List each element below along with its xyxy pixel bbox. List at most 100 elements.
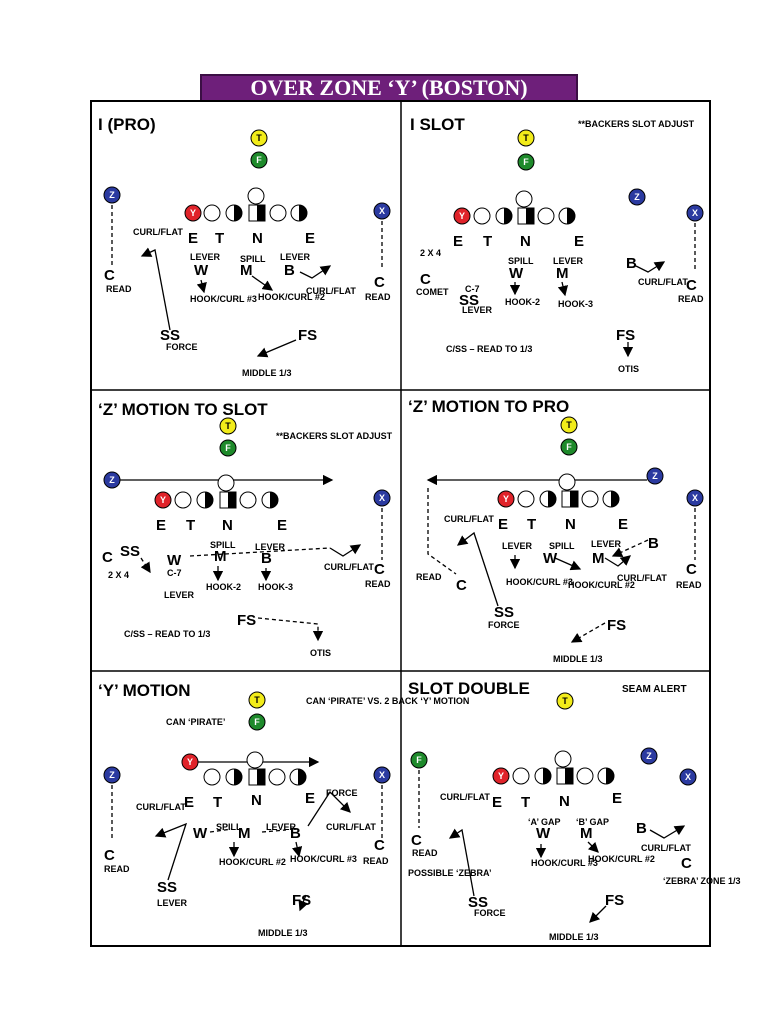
svg-text:T: T: [521, 794, 530, 811]
svg-text:N: N: [252, 230, 263, 247]
svg-text:POSSIBLE ‘ZEBRA’: POSSIBLE ‘ZEBRA’: [408, 868, 492, 878]
svg-text:READ: READ: [365, 579, 391, 589]
svg-text:T: T: [186, 517, 195, 534]
panel-note: **BACKERS SLOT ADJUST: [578, 119, 695, 129]
panel-title: ‘Z’ MOTION TO SLOT: [98, 400, 268, 419]
svg-text:HOOK/CURL #2: HOOK/CURL #2: [588, 854, 655, 864]
svg-text:HOOK-2: HOOK-2: [206, 582, 241, 592]
svg-text:HOOK/CURL #3: HOOK/CURL #3: [290, 854, 357, 864]
svg-text:OTIS: OTIS: [310, 648, 331, 658]
svg-text:SS: SS: [459, 292, 479, 309]
svg-text:B: B: [626, 255, 637, 272]
svg-text:MIDDLE 1/3: MIDDLE 1/3: [242, 368, 292, 378]
fullback: F: [248, 713, 266, 731]
tight-end-y: Y: [154, 491, 172, 509]
svg-text:Y: Y: [498, 771, 504, 781]
receiver-x: X: [373, 202, 391, 220]
receiver-x: X: [679, 768, 697, 786]
tailback: T: [556, 692, 574, 710]
routes: [140, 247, 332, 358]
svg-text:B: B: [648, 535, 659, 552]
svg-text:FS: FS: [298, 327, 317, 344]
offensive-line: [203, 187, 308, 222]
svg-text:T: T: [562, 696, 568, 706]
svg-text:M: M: [556, 265, 569, 282]
svg-text:N: N: [565, 516, 576, 533]
svg-text:N: N: [251, 792, 262, 809]
svg-text:T: T: [527, 516, 536, 533]
svg-text:C: C: [681, 855, 692, 872]
svg-text:READ: READ: [676, 580, 702, 590]
svg-text:N: N: [559, 793, 570, 810]
svg-text:FS: FS: [237, 612, 256, 629]
svg-text:M: M: [214, 548, 227, 565]
svg-text:F: F: [416, 755, 422, 765]
offensive-line: [203, 751, 307, 786]
svg-text:SS: SS: [494, 604, 514, 621]
panel-i-pro: I (PRO) T F Z Y X E T N E C W M B C SS: [98, 115, 391, 378]
svg-text:HOOK/CURL #3: HOOK/CURL #3: [506, 577, 573, 587]
svg-text:HOOK-2: HOOK-2: [505, 297, 540, 307]
panel-z-motion-to-pro: ‘Z’ MOTION TO PRO T F Z Y X E T N E C W …: [408, 397, 704, 664]
panel-y-motion: ‘Y’ MOTION CAN ‘PIRATE’ VS. 2 BACK ‘Y’ M…: [98, 681, 469, 938]
svg-text:LEVER: LEVER: [164, 590, 195, 600]
svg-text:CURL/FLAT: CURL/FLAT: [326, 822, 376, 832]
svg-text:HOOK-3: HOOK-3: [558, 299, 593, 309]
routes: [448, 825, 686, 923]
svg-text:COMET: COMET: [416, 287, 449, 297]
svg-text:LEVER: LEVER: [591, 539, 622, 549]
svg-text:LEVER: LEVER: [255, 542, 286, 552]
svg-text:CURL/FLAT: CURL/FLAT: [324, 562, 374, 572]
tailback: T: [248, 691, 266, 709]
page-title: OVER ZONE ‘Y’ (BOSTON): [200, 74, 578, 102]
routes: [427, 488, 649, 643]
svg-text:T: T: [213, 794, 222, 811]
svg-text:LEVER: LEVER: [502, 541, 533, 551]
svg-text:CURL/FLAT: CURL/FLAT: [440, 792, 490, 802]
svg-text:C: C: [104, 267, 115, 284]
svg-text:B: B: [290, 825, 301, 842]
fullback: F: [410, 751, 428, 769]
svg-text:W: W: [193, 825, 208, 842]
receiver-z: Z: [103, 471, 121, 489]
svg-text:X: X: [692, 493, 698, 503]
svg-text:FS: FS: [616, 327, 635, 344]
panel-note: SEAM ALERT: [622, 684, 687, 695]
svg-text:HOOK-3: HOOK-3: [258, 582, 293, 592]
svg-text:F: F: [566, 442, 572, 452]
svg-text:CURL/FLAT: CURL/FLAT: [641, 843, 691, 853]
receiver-z: Z: [646, 467, 664, 485]
svg-text:M: M: [238, 825, 251, 842]
receiver-z: Z: [628, 188, 646, 206]
svg-text:SPILL: SPILL: [216, 822, 242, 832]
svg-text:C: C: [686, 561, 697, 578]
svg-text:LEVER: LEVER: [157, 898, 188, 908]
svg-text:HOOK/CURL #2: HOOK/CURL #2: [568, 580, 635, 590]
panel-title: I (PRO): [98, 115, 156, 134]
svg-text:2 X 4: 2 X 4: [108, 570, 129, 580]
svg-text:READ: READ: [104, 864, 130, 874]
svg-text:F: F: [225, 443, 231, 453]
receiver-x: X: [686, 489, 704, 507]
svg-text:C: C: [374, 837, 385, 854]
defense: E T N E C W M B C SS FS: [411, 790, 692, 911]
svg-text:C/SS – READ TO 1/3: C/SS – READ TO 1/3: [124, 629, 210, 639]
receiver-z: Z: [103, 186, 121, 204]
svg-text:CURL/FLAT: CURL/FLAT: [136, 802, 186, 812]
tight-end-y: Y: [497, 490, 515, 508]
tailback: T: [560, 416, 578, 434]
assignment-labels: CURL/FLAT READ LEVER SPILL LEVER HOOK/CU…: [416, 514, 702, 664]
svg-text:E: E: [188, 230, 198, 247]
svg-text:CURL/FLAT: CURL/FLAT: [638, 277, 688, 287]
svg-text:X: X: [685, 772, 691, 782]
svg-text:C: C: [456, 577, 467, 594]
assignment-labels: CURL/FLAT READ LEVER SPILL LEVER HOOK/CU…: [106, 227, 391, 378]
svg-text:Y: Y: [503, 494, 509, 504]
svg-text:T: T: [254, 695, 260, 705]
tight-end-y: Y: [181, 753, 199, 771]
routes: [509, 261, 666, 358]
svg-text:B: B: [261, 550, 272, 567]
svg-text:READ: READ: [416, 572, 442, 582]
svg-text:C-7: C-7: [167, 568, 182, 578]
svg-text:C: C: [411, 832, 422, 849]
